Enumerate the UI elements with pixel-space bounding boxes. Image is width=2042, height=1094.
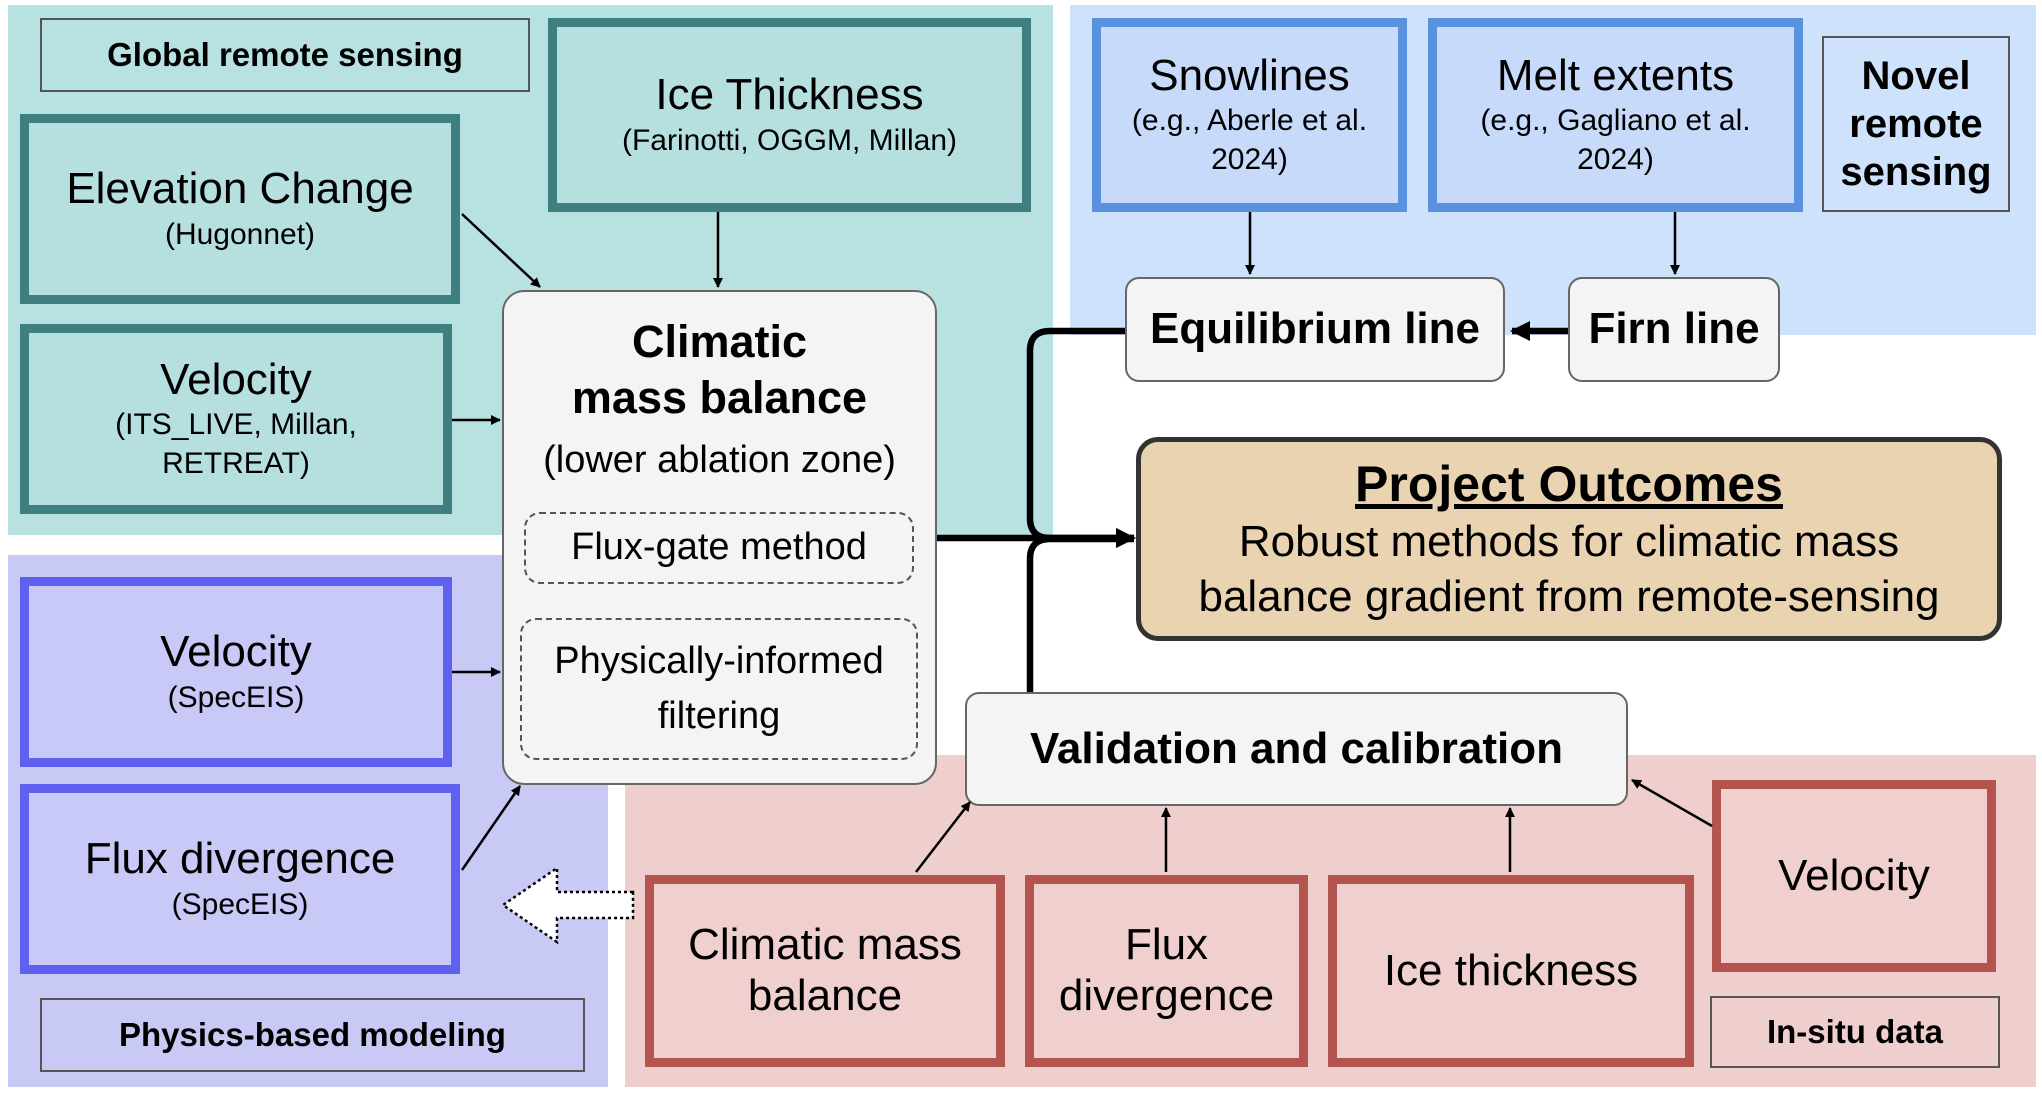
in-situ-ice-thickness-label: Ice thickness: [1383, 945, 1639, 995]
in-situ-velocity-label: Velocity: [1778, 850, 1930, 900]
in-situ-flux-divergence-label: Flux divergence: [1058, 920, 1275, 1020]
global-velocity-box: Velocity (ITS_LIVE, Millan, RETREAT): [20, 324, 452, 514]
elevation-change-box: Elevation Change (Hugonnet): [20, 114, 460, 304]
label-global-remote-sensing: Global remote sensing: [40, 18, 530, 92]
in-situ-flux-divergence-box: Flux divergence: [1025, 875, 1308, 1067]
snowlines-title: Snowlines: [1149, 50, 1350, 100]
melt-extents-source: (e.g., Gagliano et al. 2024): [1480, 104, 1751, 177]
arrow-validation-to-outcomes: [1026, 535, 1134, 692]
modeled-flux-divergence-box: Flux divergence (SpecEIS): [20, 784, 460, 974]
flux-gate-method-box: Flux-gate method: [524, 512, 914, 584]
validation-calibration-box: Validation and calibration: [965, 692, 1628, 806]
project-outcomes-box: Project Outcomes Robust methods for clim…: [1136, 437, 2002, 641]
elevation-change-title: Elevation Change: [66, 164, 414, 214]
elevation-change-source: (Hugonnet): [164, 217, 316, 251]
label-physics-based-modeling: Physics-based modeling: [40, 998, 585, 1072]
project-outcomes-title: Project Outcomes: [1355, 456, 1783, 512]
modeled-velocity-source: (SpecEIS): [167, 680, 305, 714]
equilibrium-line-box: Equilibrium line: [1125, 277, 1505, 382]
melt-extents-title: Melt extents: [1496, 50, 1735, 100]
equilibrium-line-label: Equilibrium line: [1149, 304, 1481, 354]
global-velocity-title: Velocity: [160, 354, 312, 404]
climatic-mass-balance-title: Climatic mass balance: [571, 316, 868, 424]
ice-thickness-title: Ice Thickness: [655, 70, 924, 120]
validation-calibration-label: Validation and calibration: [1030, 723, 1563, 773]
ice-thickness-box: Ice Thickness (Farinotti, OGGM, Millan): [548, 18, 1031, 212]
melt-extents-box: Melt extents (e.g., Gagliano et al. 2024…: [1428, 18, 1803, 212]
firn-line-label: Firn line: [1588, 304, 1760, 354]
project-outcomes-body: Robust methods for climatic mass balance…: [1198, 517, 1940, 621]
global-velocity-source: (ITS_LIVE, Millan, RETREAT): [115, 408, 357, 481]
firn-line-box: Firn line: [1568, 277, 1780, 382]
snowlines-box: Snowlines (e.g., Aberle et al. 2024): [1092, 18, 1407, 212]
ice-thickness-source: (Farinotti, OGGM, Millan): [621, 123, 958, 157]
snowlines-source: (e.g., Aberle et al. 2024): [1131, 104, 1368, 177]
climatic-mass-balance-box: Climatic mass balance (lower ablation zo…: [502, 290, 937, 785]
modeled-velocity-box: Velocity (SpecEIS): [20, 577, 452, 767]
climatic-mass-balance-subtitle: (lower ablation zone): [543, 438, 896, 481]
modeled-flux-divergence-source: (SpecEIS): [171, 887, 309, 921]
physically-informed-filtering-box: Physically-informed filtering: [520, 618, 918, 760]
in-situ-ice-thickness-box: Ice thickness: [1328, 875, 1694, 1067]
in-situ-climatic-mass-balance-label: Climatic mass balance: [688, 920, 962, 1020]
in-situ-climatic-mass-balance-box: Climatic mass balance: [645, 875, 1005, 1067]
label-in-situ-data: In-situ data: [1710, 996, 2000, 1068]
modeled-velocity-title: Velocity: [160, 627, 312, 677]
in-situ-velocity-box: Velocity: [1712, 780, 1996, 972]
label-novel-remote-sensing: Novel remote sensing: [1822, 36, 2010, 212]
modeled-flux-divergence-title: Flux divergence: [84, 834, 396, 884]
